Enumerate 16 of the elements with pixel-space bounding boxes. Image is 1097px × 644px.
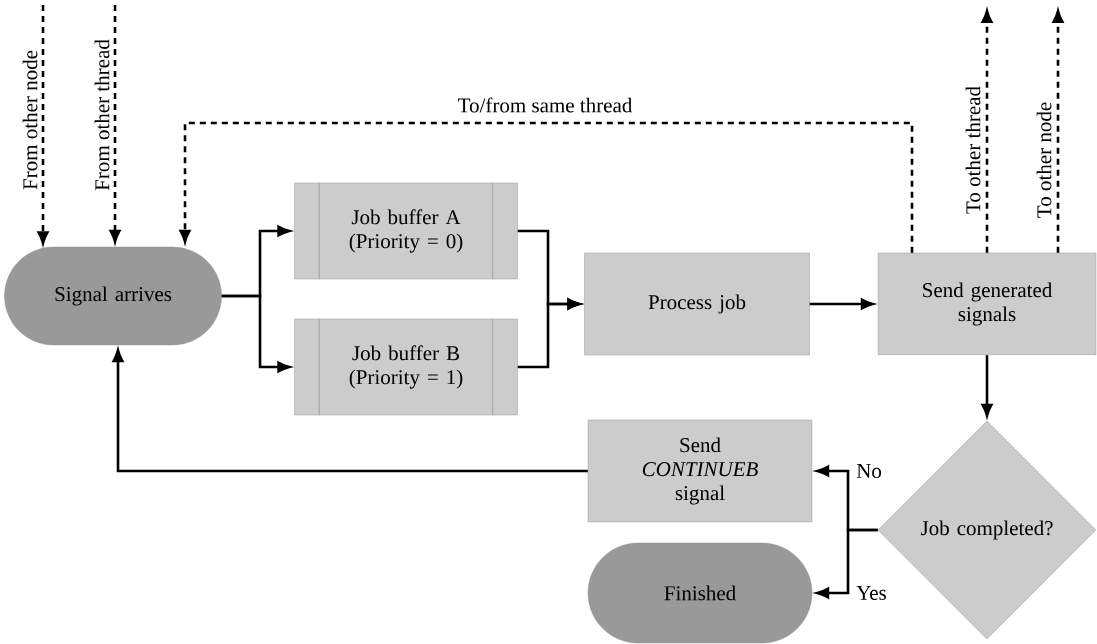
arrow	[37, 5, 49, 245]
process-box: Send generated signals	[877, 252, 1097, 356]
buffer-box: Job buffer A (Priority = 0)	[294, 182, 518, 280]
edge-label: To/from same thread	[456, 96, 634, 114]
arrow	[1052, 9, 1064, 253]
arrow	[221, 294, 291, 373]
arrow	[179, 121, 914, 253]
arrow	[981, 9, 993, 253]
edge-label: To other node	[1035, 100, 1053, 220]
edge-label: To other thread	[964, 85, 982, 215]
process-box: Process job	[584, 252, 810, 356]
edge-label: From other node	[21, 49, 39, 191]
buffer-box: Job buffer B (Priority = 1)	[294, 318, 518, 416]
arrow	[517, 298, 581, 369]
edge-label: From other thread	[93, 38, 111, 192]
process-box: Send CONTINUEB signal	[587, 419, 813, 523]
